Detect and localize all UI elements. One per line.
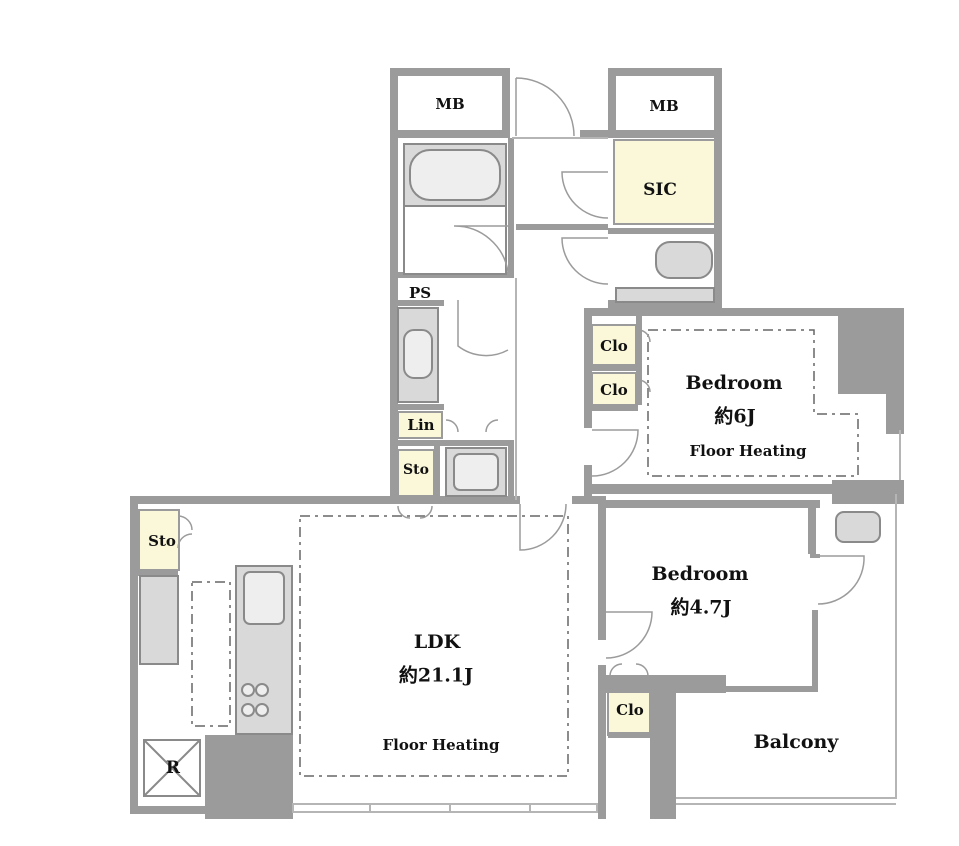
- balcony-door-icon: [817, 555, 865, 605]
- sto-kitchen-fill: [138, 509, 180, 571]
- walls: [130, 68, 904, 819]
- ldk-door-icon: [519, 503, 567, 551]
- bedroom1-door-icon: [591, 429, 639, 477]
- ldk-name: LDK: [413, 631, 461, 653]
- bedroom1-name: Bedroom: [685, 372, 783, 394]
- bath-door-icon: [453, 225, 509, 273]
- sic-door-icon: [561, 171, 609, 219]
- dashed-areas: [191, 329, 859, 777]
- sto-upper-label: Sto: [403, 462, 429, 478]
- washroom-door-icon: [457, 300, 509, 357]
- bedroom1-size: 約6J: [714, 405, 756, 428]
- refrigerator-label: R: [165, 758, 181, 778]
- kitchen-island-area: [191, 581, 231, 727]
- sic-label: SIC: [643, 180, 677, 200]
- bedroom1-feature: Floor Heating: [689, 442, 807, 460]
- ldk-size: 約21.1J: [398, 664, 474, 687]
- bedroom2-door-icon: [605, 611, 653, 659]
- sto-kitchen-label: Sto: [148, 532, 176, 550]
- mb-right-label: MB: [649, 97, 679, 115]
- balcony-label: Balcony: [753, 731, 839, 753]
- back-counter-icon: [139, 575, 179, 665]
- lin-label: Lin: [407, 416, 435, 434]
- toilet-door-icon: [561, 237, 609, 285]
- entrance-door-icon: [515, 77, 575, 137]
- clo-2-label: Clo: [600, 381, 628, 399]
- fixtures: [139, 143, 881, 797]
- clo-1-label: Clo: [600, 337, 628, 355]
- ps-label: PS: [408, 284, 432, 302]
- ldk-feature: Floor Heating: [382, 736, 500, 754]
- sic-fill: [613, 139, 716, 225]
- window-lines: [292, 137, 901, 813]
- clo-doors-icon: [177, 329, 651, 677]
- ldk-floor-heating-area: [299, 515, 569, 777]
- balcony-sink-icon: [835, 511, 881, 543]
- clo-3-label: Clo: [616, 701, 644, 719]
- bedroom2-name: Bedroom: [651, 563, 749, 585]
- lin-fill: [397, 411, 443, 439]
- storage-fills: [138, 139, 716, 736]
- doors: [177, 77, 865, 677]
- bedroom2-size: 約4.7J: [670, 596, 732, 619]
- bedroom-floor-heating-area: [647, 329, 859, 477]
- toilet-icon: [655, 241, 713, 279]
- mb-left-label: MB: [435, 95, 465, 113]
